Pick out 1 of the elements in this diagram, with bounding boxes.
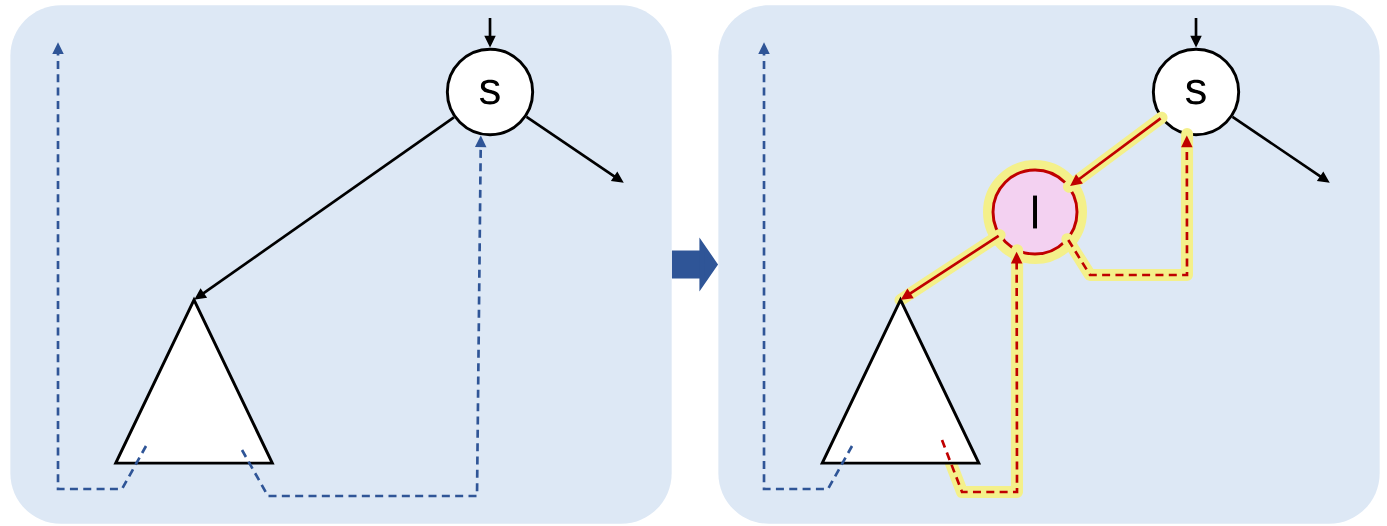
panel-background <box>10 5 672 524</box>
